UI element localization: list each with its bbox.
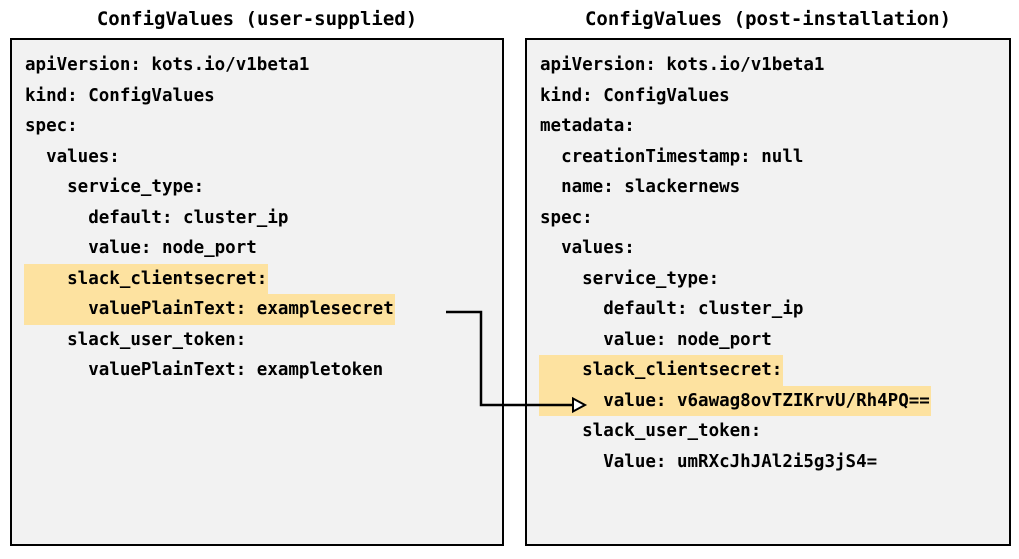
code-line: values: (24, 142, 498, 173)
code-line-text: spec: (540, 207, 593, 228)
code-line: slack_user_token: (539, 416, 1005, 447)
code-line-text: kind: ConfigValues (540, 85, 730, 106)
code-line: creationTimestamp: null (539, 142, 1005, 173)
code-line: valuePlainText: examplesecret (24, 294, 498, 325)
code-line: metadata: (539, 111, 1005, 142)
code-line: valuePlainText: exampletoken (24, 355, 498, 386)
code-line: slack_user_token: (24, 325, 498, 356)
config-values-post-installation-panel: apiVersion: kots.io/v1beta1 kind: ConfigV… (525, 38, 1011, 546)
code-line: kind: ConfigValues (24, 81, 498, 112)
code-line-text: valuePlainText: examplesecret (24, 294, 395, 325)
code-line: slack_clientsecret: (24, 263, 498, 294)
code-line-text: apiVersion: kots.io/v1beta1 (540, 55, 825, 75)
code-line-text: name: slackernews (540, 177, 741, 197)
code-line-text: value: node_port (25, 238, 257, 258)
code-line-text: service_type: (540, 268, 720, 289)
config-values-user-supplied-panel: apiVersion: kots.io/v1beta1 kind: ConfigV… (10, 38, 504, 546)
code-line: Value: umRXcJhJAl2i5g3jS4= (539, 447, 1005, 478)
code-line: default: cluster_ip (539, 294, 1005, 325)
code-line: name: slackernews (539, 172, 1005, 203)
code-line: service_type: (539, 264, 1005, 295)
code-line: value: node_port (539, 325, 1005, 356)
code-line-text: value: node_port (540, 329, 772, 350)
panel-title-user-supplied: ConfigValues (user-supplied) (96, 8, 418, 30)
code-line-text: service_type: (25, 177, 205, 197)
config-values-user-supplied-code: apiVersion: kots.io/v1beta1 kind: ConfigV… (24, 50, 498, 386)
code-line: default: cluster_ip (24, 203, 498, 234)
code-line: values: (539, 233, 1005, 264)
code-line-text: values: (25, 146, 120, 167)
code-line-text: kind: ConfigValues (25, 85, 215, 106)
code-line: apiVersion: kots.io/v1beta1 (539, 50, 1005, 81)
config-values-post-installation-code: apiVersion: kots.io/v1beta1 kind: ConfigV… (539, 50, 1005, 477)
panel-title-post-installation: ConfigValues (post-installation) (584, 8, 952, 30)
code-line: apiVersion: kots.io/v1beta1 (24, 50, 498, 81)
code-line-text: slack_clientsecret: (539, 355, 784, 386)
code-line-text: creationTimestamp: null (540, 146, 804, 167)
code-line: value: node_port (24, 233, 498, 264)
code-line-text: values: (540, 238, 635, 258)
code-line: spec: (24, 111, 498, 142)
code-line: service_type: (24, 172, 498, 203)
code-line-text: default: cluster_ip (540, 299, 804, 319)
code-line-text: Value: umRXcJhJAl2i5g3jS4= (540, 451, 878, 472)
code-line-text: slack_user_token: (540, 421, 762, 441)
code-line-text: spec: (25, 116, 78, 136)
code-line-text: metadata: (540, 116, 635, 136)
code-line-text: value: v6awag8ovTZIKrvU/Rh4PQ== (539, 385, 931, 416)
code-line: value: v6awag8ovTZIKrvU/Rh4PQ== (539, 385, 1005, 416)
code-line-text: apiVersion: kots.io/v1beta1 (25, 55, 310, 75)
code-line: slack_clientsecret: (539, 355, 1005, 386)
code-line-text: slack_user_token: (25, 329, 247, 350)
code-line-text: default: cluster_ip (25, 207, 289, 228)
code-line: kind: ConfigValues (539, 81, 1005, 112)
code-line-text: valuePlainText: exampletoken (25, 360, 384, 380)
code-line: spec: (539, 203, 1005, 234)
code-line-text: slack_clientsecret: (24, 263, 269, 294)
